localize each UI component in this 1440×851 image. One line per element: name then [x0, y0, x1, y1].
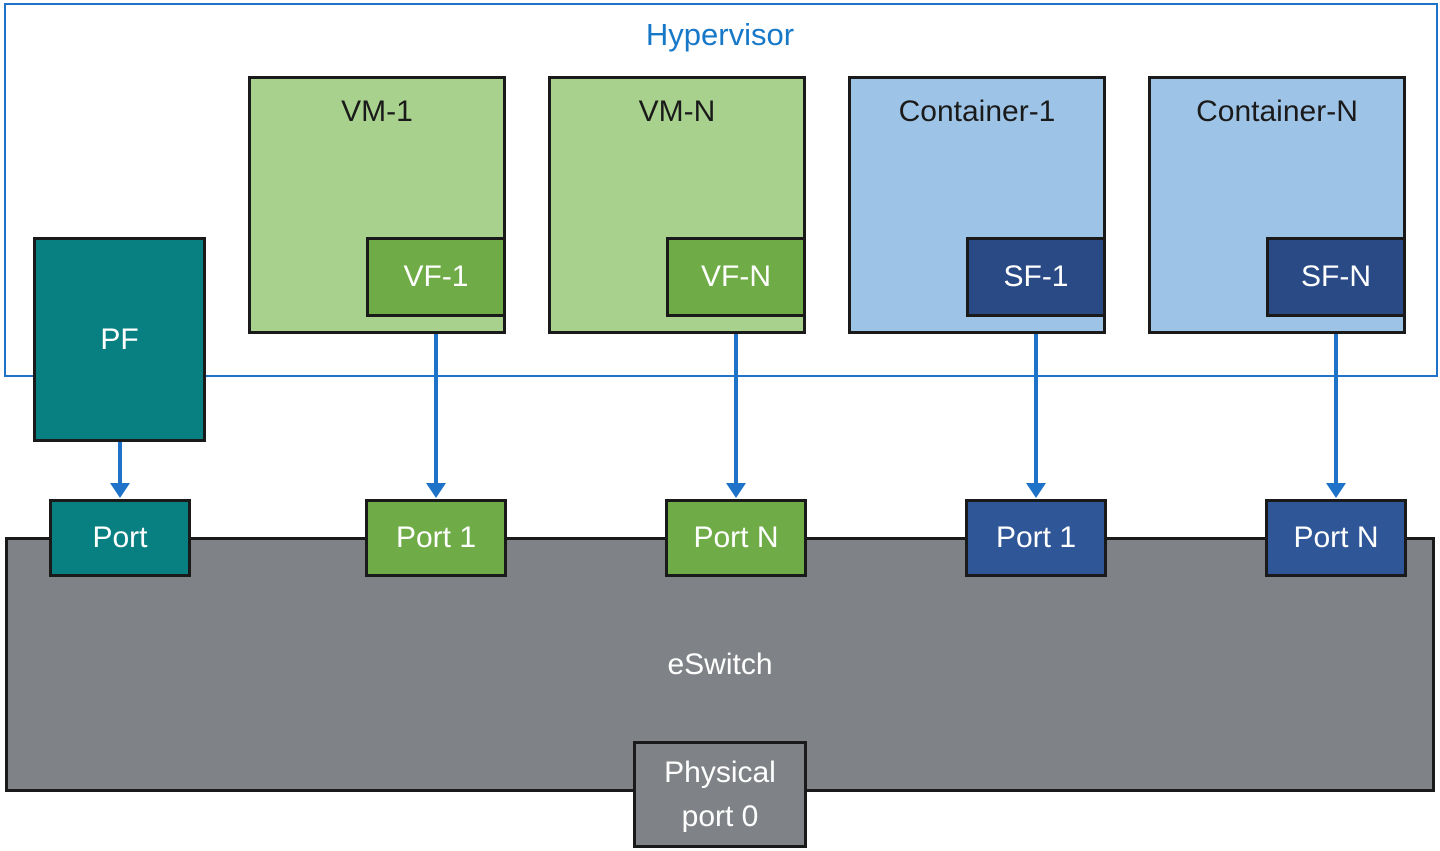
arrow-head-icon — [1026, 483, 1046, 498]
arrow-head-icon — [1326, 483, 1346, 498]
hypervisor-box — [4, 3, 1438, 377]
pf-box: PF — [33, 237, 206, 442]
physical-port-0-line1: Physical — [664, 755, 776, 789]
pf-port-box: Port — [49, 499, 191, 577]
vf-port-n-box: Port N — [665, 499, 807, 577]
arrow-stem — [434, 334, 438, 484]
arrow-head-icon — [109, 483, 130, 498]
arrow-head-icon — [426, 483, 446, 498]
arrow-stem — [117, 442, 122, 484]
sf-port-1-box: Port 1 — [965, 499, 1107, 577]
arrow-head-icon — [726, 483, 746, 498]
vf-1-box: VF-1 — [366, 237, 506, 317]
container-1-label: Container-1 — [898, 95, 1056, 128]
physical-port-0-box: Physical port 0 — [633, 741, 807, 848]
vf-port-1-box: Port 1 — [365, 499, 507, 577]
vm-n-label: VM-N — [638, 95, 716, 128]
container-n-label: Container-N — [1196, 95, 1358, 128]
arrow-stem — [1334, 334, 1338, 484]
vf-n-box: VF-N — [666, 237, 806, 317]
vm-1-label: VM-1 — [341, 95, 413, 128]
arrow-stem — [1034, 334, 1038, 484]
arrow-stem — [734, 334, 738, 484]
sf-1-box: SF-1 — [966, 237, 1106, 317]
physical-port-0-line2: port 0 — [681, 799, 759, 833]
sf-n-box: SF-N — [1266, 237, 1406, 317]
sf-port-n-box: Port N — [1265, 499, 1407, 577]
hypervisor-title: Hypervisor — [645, 17, 795, 52]
